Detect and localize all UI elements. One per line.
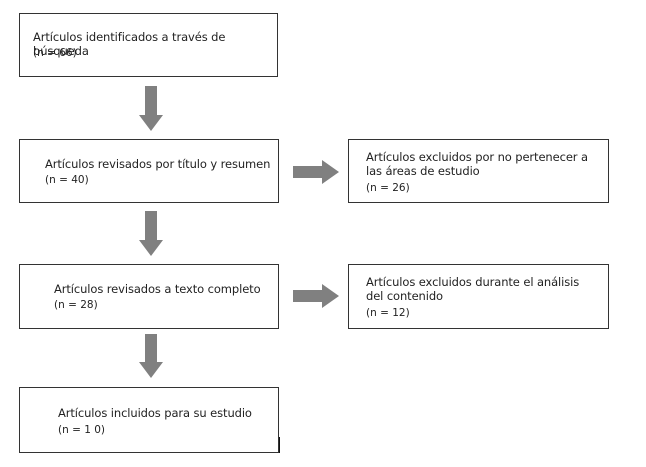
excluded2-count: (n = 12): [366, 307, 410, 319]
excluded1-label: Artículos excluidos por no pertenecer a …: [366, 150, 588, 178]
step2-label: Artículos revisados por título y resumen: [45, 157, 271, 171]
excluded2-label: Artículos excluidos durante el análisis …: [366, 275, 580, 303]
step1-count: (n = 66): [33, 47, 77, 59]
step4-count: (n = 1 0): [58, 424, 106, 436]
step2-count: (n = 40): [45, 174, 89, 186]
step1-label: Artículos identificados a través de búsq…: [33, 30, 226, 58]
text-cursor: [279, 437, 280, 453]
step3-box: Artículos revisados a texto completo (n …: [19, 264, 279, 329]
down-arrow-2: [139, 211, 163, 256]
excluded1-count: (n = 26): [366, 182, 410, 194]
right-arrow-1: [293, 160, 339, 184]
excluded2-box: Artículos excluidos durante el análisis …: [348, 264, 609, 329]
step2-box: Artículos revisados por título y resumen…: [19, 139, 279, 203]
step4-label: Artículos incluidos para su estudio: [58, 406, 252, 420]
down-arrow-3: [139, 334, 163, 378]
step1-box: Artículos identificados a través de búsq…: [19, 13, 278, 77]
step3-count: (n = 28): [54, 299, 98, 311]
right-arrow-2: [293, 284, 339, 308]
excluded1-box: Artículos excluidos por no pertenecer a …: [348, 139, 609, 203]
step3-label: Artículos revisados a texto completo: [54, 282, 261, 296]
step4-box: Artículos incluidos para su estudio (n =…: [19, 387, 279, 453]
down-arrow-1: [139, 86, 163, 131]
